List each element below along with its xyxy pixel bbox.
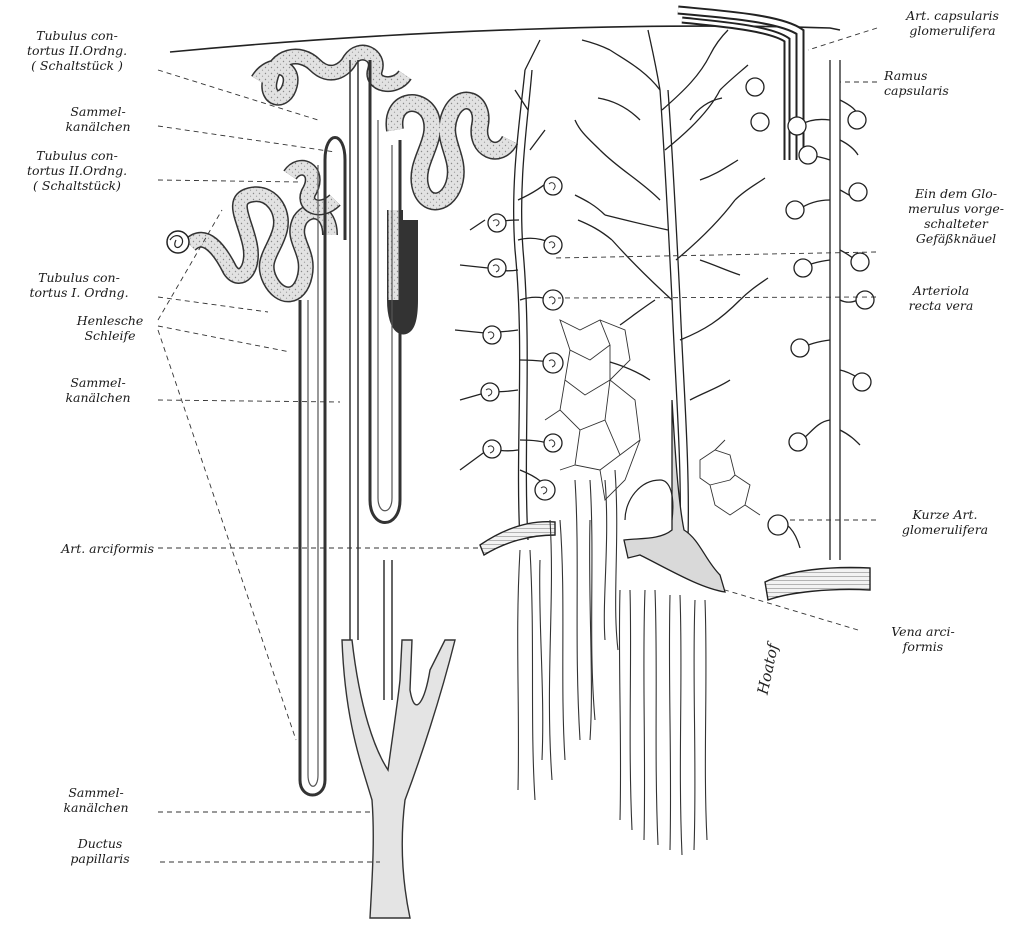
label-arteriola-recta-vera: Arteriola recta vera xyxy=(876,283,1006,313)
nephron-tubules xyxy=(167,53,510,795)
label-henlesche-schleife: Henlesche Schleife xyxy=(60,313,160,343)
central-artery-trunk xyxy=(624,400,725,592)
art-capsularis-vessel xyxy=(678,10,800,160)
label-art-arciformis: Art. arciformis xyxy=(20,541,154,556)
vasa-recta-strands xyxy=(518,470,618,800)
label-sammelkanalchen-c: Sammel- kanälchen xyxy=(36,785,156,815)
arterial-tree-middle xyxy=(455,40,555,540)
capillary-network xyxy=(545,320,760,515)
art-arciformis-left xyxy=(480,522,555,555)
label-ramus-capsularis: Ramus capsularis xyxy=(884,68,1024,98)
collecting-duct-thin xyxy=(350,60,358,640)
ductus-papillaris-trunk xyxy=(342,640,455,918)
art-arciformis-right xyxy=(765,568,870,600)
label-sammelkanalchen-b: Sammel- kanälchen xyxy=(38,375,158,405)
glomeruli-right xyxy=(746,78,874,535)
label-vena-arciformis: Vena arci- formis xyxy=(858,624,988,654)
right-vessel-column xyxy=(780,60,862,560)
label-ductus-papillaris: Ductus papillaris xyxy=(40,836,160,866)
henle-loop-long xyxy=(300,138,345,796)
label-tubulus-contortus-ii-a: Tubulus con- tortus II.Ordng. ( Schaltst… xyxy=(2,28,152,73)
label-gefassknauel: Ein dem Glo- merulus vorge- schalteter G… xyxy=(880,186,1032,246)
label-art-capsularis: Art. capsularis glomerulifera xyxy=(870,8,1035,38)
glomerulus-left xyxy=(167,231,189,253)
label-kurze-art: Kurze Art. glomerulifera xyxy=(870,507,1020,537)
leader-lines xyxy=(158,28,877,862)
label-tubulus-contortus-ii-b: Tubulus con- tortus II.Ordng. ( Schaltst… xyxy=(2,148,152,193)
label-sammelkanalchen-a: Sammel- kanälchen xyxy=(38,104,158,134)
label-tubulus-contortus-i: Tubulus con- tortus I. Ordng. xyxy=(4,270,154,300)
